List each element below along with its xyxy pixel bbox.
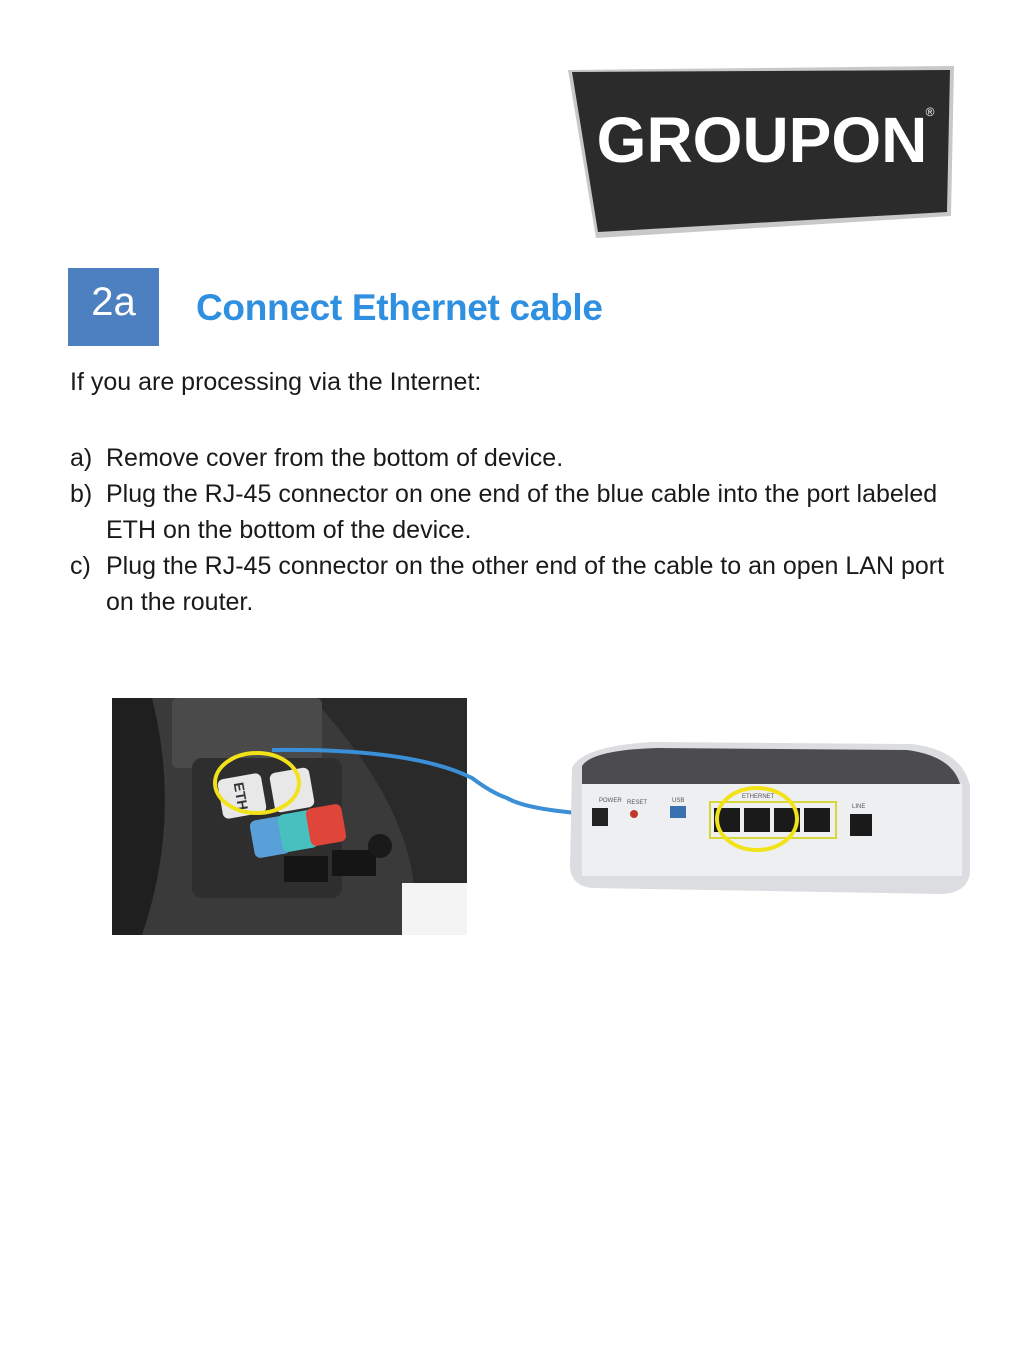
instruction-list: a) Remove cover from the bottom of devic…	[70, 440, 970, 620]
reset-label: RESET	[627, 800, 647, 806]
connection-illustration-graphic: ETH POWER RESET USB ETHERNET	[112, 698, 970, 935]
ethernet-label: ETHERNET	[742, 794, 775, 800]
intro-text: If you are processing via the Internet:	[70, 368, 482, 396]
instruction-text: Plug the RJ-45 connector on one end of t…	[106, 480, 938, 544]
instruction-item: c) Plug the RJ-45 connector on the other…	[70, 548, 970, 620]
groupon-logo: GROUPON ®	[566, 66, 956, 240]
eth-port-highlight	[213, 751, 301, 815]
connection-illustration: ETH POWER RESET USB ETHERNET	[112, 698, 974, 938]
groupon-logo-graphic: GROUPON ®	[568, 66, 954, 238]
step-number: 2a	[91, 280, 136, 324]
instruction-marker: a)	[70, 444, 93, 472]
instruction-item: b) Plug the RJ-45 connector on one end o…	[70, 476, 970, 548]
eth-label: ETH	[231, 781, 252, 811]
power-label: POWER	[599, 798, 622, 804]
usb-label: USB	[672, 798, 684, 804]
router-image: POWER RESET USB ETHERNET LINE	[570, 742, 970, 894]
instruction-text: Remove cover from the bottom of device.	[106, 444, 564, 472]
registered-mark: ®	[926, 105, 935, 119]
step-number-badge: 2a	[68, 268, 159, 346]
instruction-item: a) Remove cover from the bottom of devic…	[70, 440, 970, 476]
instruction-marker: c)	[70, 552, 91, 580]
step-title: Connect Ethernet cable	[196, 287, 603, 328]
line-label: LINE	[852, 804, 865, 810]
logo-text: GROUPON	[597, 104, 928, 176]
instruction-marker: b)	[70, 480, 93, 508]
ethernet-cable	[271, 747, 633, 818]
lan-port-highlight	[715, 786, 799, 852]
terminal-image: ETH	[112, 698, 467, 935]
instruction-text: Plug the RJ-45 connector on the other en…	[106, 552, 945, 616]
